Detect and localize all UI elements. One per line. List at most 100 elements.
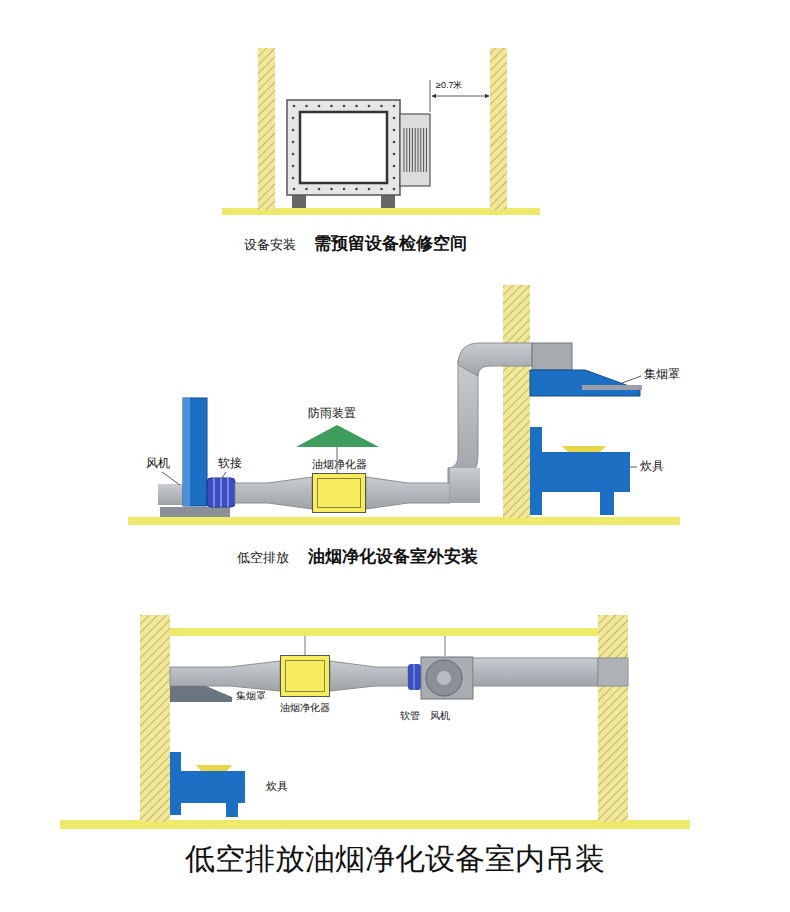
smoke-hood [530, 370, 640, 396]
part-label: 集烟罩 [236, 690, 266, 702]
bolt [355, 188, 358, 191]
fan-stack [183, 398, 207, 506]
soft-pipe [408, 664, 421, 690]
bolt [330, 188, 333, 191]
title: 低空排放油烟净化设备室内吊装 [0, 842, 790, 877]
leader-line [222, 472, 226, 478]
bolt [393, 141, 396, 144]
soft-joint [207, 478, 235, 507]
node-label: 油烟净化器 [280, 702, 330, 714]
wall [258, 48, 275, 210]
hanger-rod [305, 636, 306, 655]
vent-fin [412, 128, 413, 172]
part-label: 油烟净化设备室外安装 [308, 547, 478, 567]
bolt [393, 177, 396, 180]
part-label: 软管 [400, 710, 420, 722]
floor [128, 517, 680, 525]
bolt [292, 153, 295, 156]
purifier-box: 油烟净化器 [312, 473, 366, 513]
bolt [292, 129, 295, 132]
part-label: 炊具 [640, 460, 664, 474]
duct-elbow [458, 343, 532, 376]
part-label: 风机 [430, 710, 450, 722]
part-label: ≥0.7米 [436, 80, 462, 90]
stove [530, 427, 630, 515]
bolt [393, 188, 396, 191]
bolt [292, 177, 295, 180]
bolt-row [292, 105, 396, 191]
duct-elbow [448, 360, 478, 483]
wall [503, 285, 530, 518]
dimension-line [432, 96, 489, 97]
bolt [305, 105, 308, 108]
vent-fins [404, 128, 426, 172]
wall [598, 615, 628, 822]
bolt [305, 188, 308, 191]
vent-fin [418, 128, 419, 172]
duct-through-wall [598, 658, 628, 686]
part-label: 风机 [146, 457, 170, 471]
duct [450, 468, 480, 503]
panel-outdoor [128, 285, 680, 525]
leader-line [630, 467, 637, 468]
bolt [368, 188, 371, 191]
extension-line [430, 80, 431, 112]
purifier-box: 油烟净化器 [280, 655, 330, 697]
bolt [330, 105, 333, 108]
fan-unit [400, 114, 430, 186]
bolt [318, 188, 321, 191]
bolt [368, 105, 371, 108]
vent-fin [423, 128, 424, 172]
vent-fin [420, 128, 421, 172]
node-label: 油烟净化器 [312, 458, 367, 471]
inspection-window [300, 112, 387, 183]
ceiling [140, 628, 628, 636]
panel-indoor [60, 615, 690, 829]
part-label: 设备安装 [244, 238, 296, 253]
part-label: 防雨装置 [308, 407, 356, 421]
bolt [393, 117, 396, 120]
bolt [393, 105, 396, 108]
bolt [343, 105, 346, 108]
bolt [380, 105, 383, 108]
rain-cover [296, 425, 379, 447]
fan [421, 657, 473, 699]
equipment-box [287, 100, 400, 195]
bolt [343, 188, 346, 191]
hood-collar [532, 343, 572, 370]
bolt [393, 129, 396, 132]
wall [140, 615, 170, 822]
duct [235, 477, 312, 509]
bolt [292, 141, 295, 144]
hanger-rod [445, 636, 446, 656]
part-label: 低空排放 [237, 551, 289, 566]
leader-line [622, 376, 641, 383]
panel-maintenance [222, 48, 540, 215]
stove [170, 752, 245, 817]
fan-base [160, 507, 230, 517]
bolt [380, 188, 383, 191]
leader-line [162, 472, 180, 485]
vent-fin [415, 128, 416, 172]
bolt [393, 165, 396, 168]
bolt [393, 153, 396, 156]
bolt [292, 117, 295, 120]
bolt [293, 188, 296, 191]
bolt [318, 105, 321, 108]
bolt [293, 105, 296, 108]
part-label: 集烟罩 [644, 368, 680, 382]
part-label: 需预留设备检修空间 [314, 234, 467, 254]
vent-fin [406, 128, 407, 172]
bolt [355, 105, 358, 108]
duct [330, 661, 408, 691]
vent-fin [404, 128, 405, 172]
part-label: 软接 [218, 457, 242, 471]
duct [366, 477, 450, 509]
smoke-hood [170, 686, 232, 702]
vent-fin [426, 128, 427, 172]
fan-highlight [183, 398, 190, 506]
bolt [292, 165, 295, 168]
duct [473, 658, 598, 686]
part-label: 炊具 [266, 780, 288, 793]
